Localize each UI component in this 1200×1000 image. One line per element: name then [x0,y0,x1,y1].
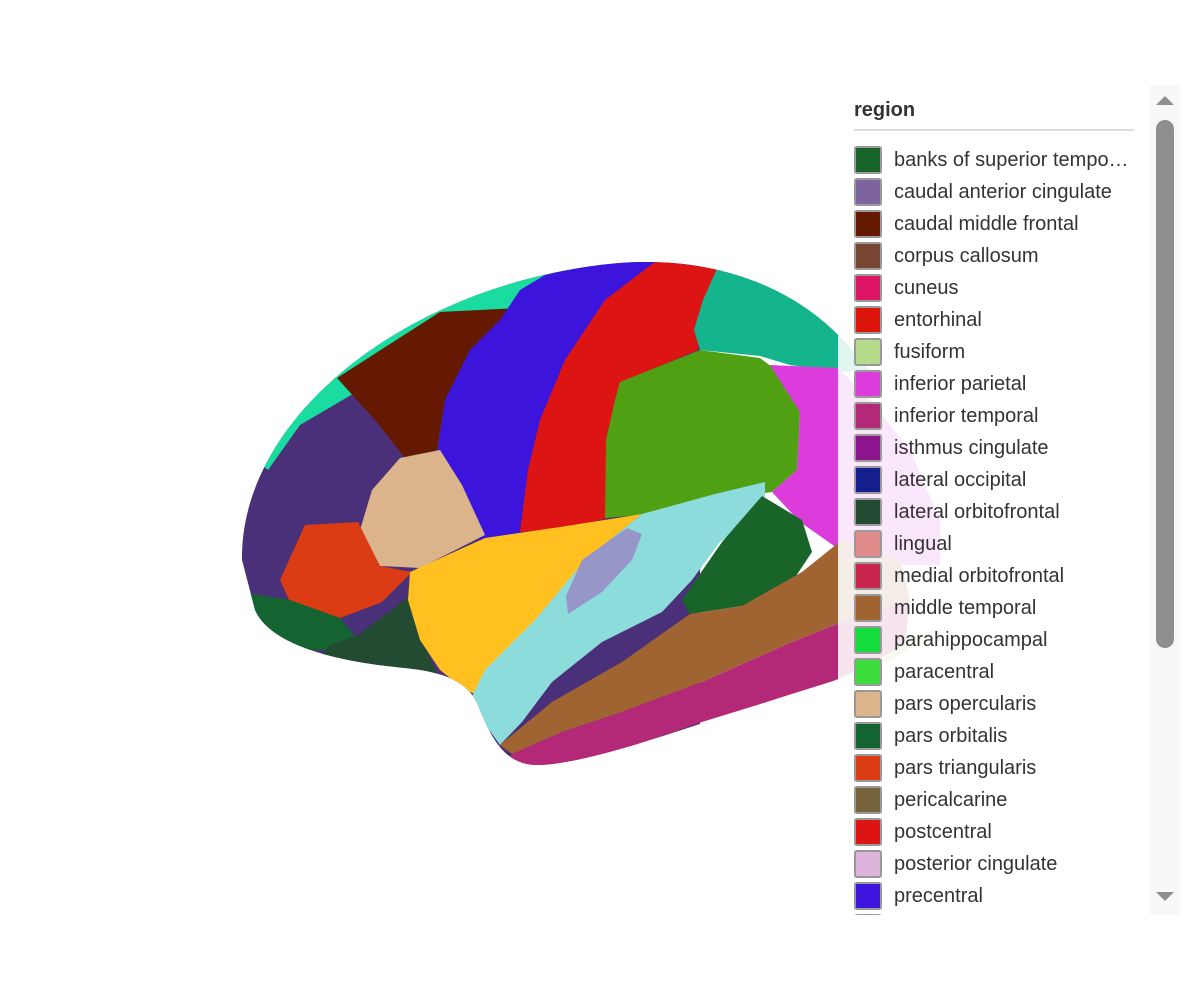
legend-panel: region banks of superior tempo… caudal an… [838,85,1150,915]
legend-item-partial[interactable] [854,912,1144,915]
brain-region-middle-temporal[interactable] [500,540,910,754]
scroll-up-arrow-icon[interactable] [1156,96,1174,105]
legend-list: banks of superior tempo… caudal anterior … [854,144,1144,915]
legend-swatch [854,786,882,814]
legend-item[interactable]: posterior cingulate [854,848,1144,880]
legend-label: banks of superior tempo… [894,148,1129,171]
legend-swatch [854,274,882,302]
legend-title: region [854,99,916,121]
legend-label: corpus callosum [894,244,1039,267]
legend-label: pericalcarine [894,788,1008,811]
legend-label: posterior cingulate [894,852,1058,875]
legend-swatch [854,594,882,622]
legend-label: middle temporal [894,596,1037,619]
legend-item[interactable]: caudal anterior cingulate [854,176,1144,208]
legend-label: parahippocampal [894,628,1048,651]
legend-swatch [854,754,882,782]
legend-label: pars triangularis [894,756,1037,779]
legend-label: postcentral [894,820,992,843]
legend-label: medial orbitofrontal [894,564,1065,587]
legend-label: isthmus cingulate [894,436,1049,459]
legend-swatch [854,146,882,174]
legend-item[interactable]: medial orbitofrontal [854,560,1144,592]
legend-label: caudal middle frontal [894,212,1079,235]
legend-swatch [854,914,882,915]
legend-item[interactable]: precentral [854,880,1144,912]
legend-swatch [854,338,882,366]
legend-swatch [854,722,882,750]
legend-swatch [854,402,882,430]
brain-region-caudal-middle-frontal[interactable] [337,308,520,458]
legend-item[interactable]: paracentral [854,656,1144,688]
legend-item[interactable]: postcentral [854,816,1144,848]
legend-swatch [854,242,882,270]
brain-region-pars-triangularis[interactable] [280,522,412,618]
legend-item[interactable]: pars triangularis [854,752,1144,784]
legend-swatch [854,690,882,718]
legend-swatch [854,466,882,494]
legend-label: inferior parietal [894,372,1027,395]
legend-label: fusiform [894,340,966,363]
legend-item[interactable]: corpus callosum [854,240,1144,272]
legend-item[interactable]: cuneus [854,272,1144,304]
legend-swatch [854,658,882,686]
legend-label: pars opercularis [894,692,1037,715]
legend-item[interactable]: fusiform [854,336,1144,368]
scrollbar-thumb[interactable] [1156,120,1174,648]
legend-swatch [854,818,882,846]
legend-label: paracentral [894,660,995,683]
legend-swatch [854,178,882,206]
legend-item[interactable]: caudal middle frontal [854,208,1144,240]
legend-item[interactable]: inferior parietal [854,368,1144,400]
legend-item[interactable]: banks of superior tempo… [854,144,1144,176]
legend-label: lingual [894,532,952,555]
legend-label: entorhinal [894,308,982,331]
legend-swatch [854,498,882,526]
brain-region-superior-parietal[interactable] [694,262,870,372]
legend-item[interactable]: entorhinal [854,304,1144,336]
brain-region-supramarginal[interactable] [605,350,800,518]
legend-swatch [854,210,882,238]
legend-swatch [854,626,882,654]
legend-swatch [854,882,882,910]
legend-item[interactable]: isthmus cingulate [854,432,1144,464]
legend-item[interactable]: pericalcarine [854,784,1144,816]
brain-region-banks-sts[interactable] [682,496,812,614]
brain-region-inferior-temporal[interactable] [500,600,910,770]
legend-item[interactable]: pars orbitalis [854,720,1144,752]
legend-swatch [854,434,882,462]
legend-item[interactable]: parahippocampal [854,624,1144,656]
legend-item[interactable]: lateral orbitofrontal [854,496,1144,528]
legend-label: caudal anterior cingulate [894,180,1112,203]
legend-label: lateral occipital [894,468,1027,491]
legend-item[interactable]: inferior temporal [854,400,1144,432]
legend-swatch [854,306,882,334]
legend-item[interactable]: middle temporal [854,592,1144,624]
legend-swatch [854,850,882,878]
brain-region-pars-opercularis[interactable] [357,450,485,568]
legend-swatch [854,530,882,558]
legend-label: precentral [894,884,983,907]
legend-item[interactable]: lateral occipital [854,464,1144,496]
legend-label: lateral orbitofrontal [894,500,1060,523]
brain-region-superior-temporal[interactable] [470,482,765,745]
legend-label: inferior temporal [894,404,1039,427]
legend-label: cuneus [894,276,959,299]
scroll-down-arrow-icon[interactable] [1156,892,1174,901]
legend-divider [854,129,1134,131]
legend-item[interactable]: lingual [854,528,1144,560]
legend-item[interactable]: pars opercularis [854,688,1144,720]
legend-scrollbar[interactable] [1150,85,1180,915]
legend-swatch [854,562,882,590]
legend-label: pars orbitalis [894,724,1008,747]
legend-swatch [854,370,882,398]
brain-region-transverse-temporal[interactable] [566,528,642,614]
